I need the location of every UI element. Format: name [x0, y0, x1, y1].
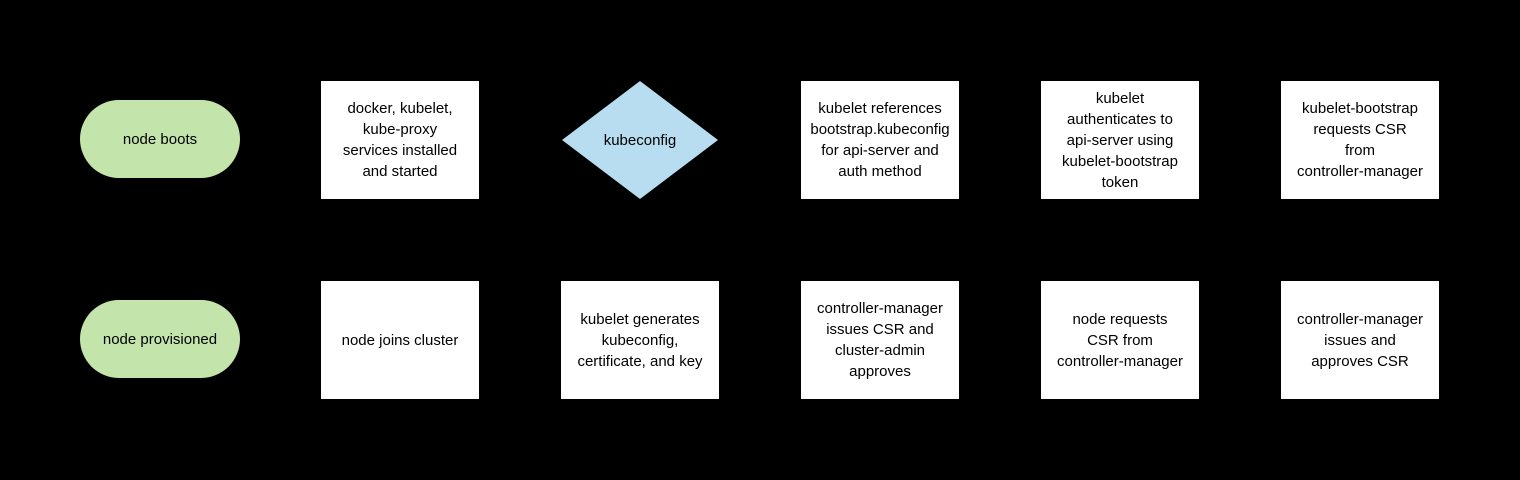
kubelet-authenticates-to-api-server-label: kubelet authenticates to api-server usin…	[1062, 89, 1178, 191]
node-boots-pill: node boots	[80, 100, 240, 178]
kubelet-references-bootstrap-kubeconfig-label: kubelet references bootstrap.kubeconfig …	[810, 100, 950, 180]
node-provisioned-label: node provisioned	[102, 330, 218, 348]
kubeconfig-decision-diamond: kubeconfig	[562, 81, 718, 199]
kubelet-bootstrap-requests-csr-box: kubelet-bootstrap requests CSR from cont…	[1281, 81, 1439, 199]
services-installed-label: docker, kubelet, kube-proxy services ins…	[342, 100, 458, 180]
kubelet-bootstrap-requests-csr-label: kubelet-bootstrap requests CSR from cont…	[1297, 100, 1423, 180]
services-installed-box: docker, kubelet, kube-proxy services ins…	[321, 81, 479, 199]
node-provisioned-pill: node provisioned	[80, 300, 240, 378]
controller-manager-issues-csr-cluster-admin-approves-label: controller-manager issues CSR and cluste…	[817, 300, 943, 380]
node-joins-cluster-label: node joins cluster	[341, 331, 459, 349]
node-requests-csr-box: node requests CSR from controller-manage…	[1041, 281, 1199, 399]
controller-manager-issues-csr-cluster-admin-approves-box: controller-manager issues CSR and cluste…	[801, 281, 959, 399]
node-requests-csr-label: node requests CSR from controller-manage…	[1057, 310, 1183, 370]
kubelet-references-bootstrap-kubeconfig-box: kubelet references bootstrap.kubeconfig …	[801, 81, 959, 199]
node-boots-label: node boots	[122, 130, 198, 148]
kubelet-authenticates-to-api-server-box: kubelet authenticates to api-server usin…	[1041, 81, 1199, 199]
controller-manager-issues-and-approves-csr-box: controller-manager issues and approves C…	[1281, 281, 1439, 399]
kubelet-generates-kubeconfig-label: kubelet generates kubeconfig, certificat…	[577, 310, 703, 370]
node-joins-cluster-box: node joins cluster	[321, 281, 479, 399]
kubelet-generates-kubeconfig-box: kubelet generates kubeconfig, certificat…	[561, 281, 719, 399]
kubeconfig-decision-label: kubeconfig	[603, 131, 677, 149]
controller-manager-issues-and-approves-csr-label: controller-manager issues and approves C…	[1297, 310, 1423, 370]
